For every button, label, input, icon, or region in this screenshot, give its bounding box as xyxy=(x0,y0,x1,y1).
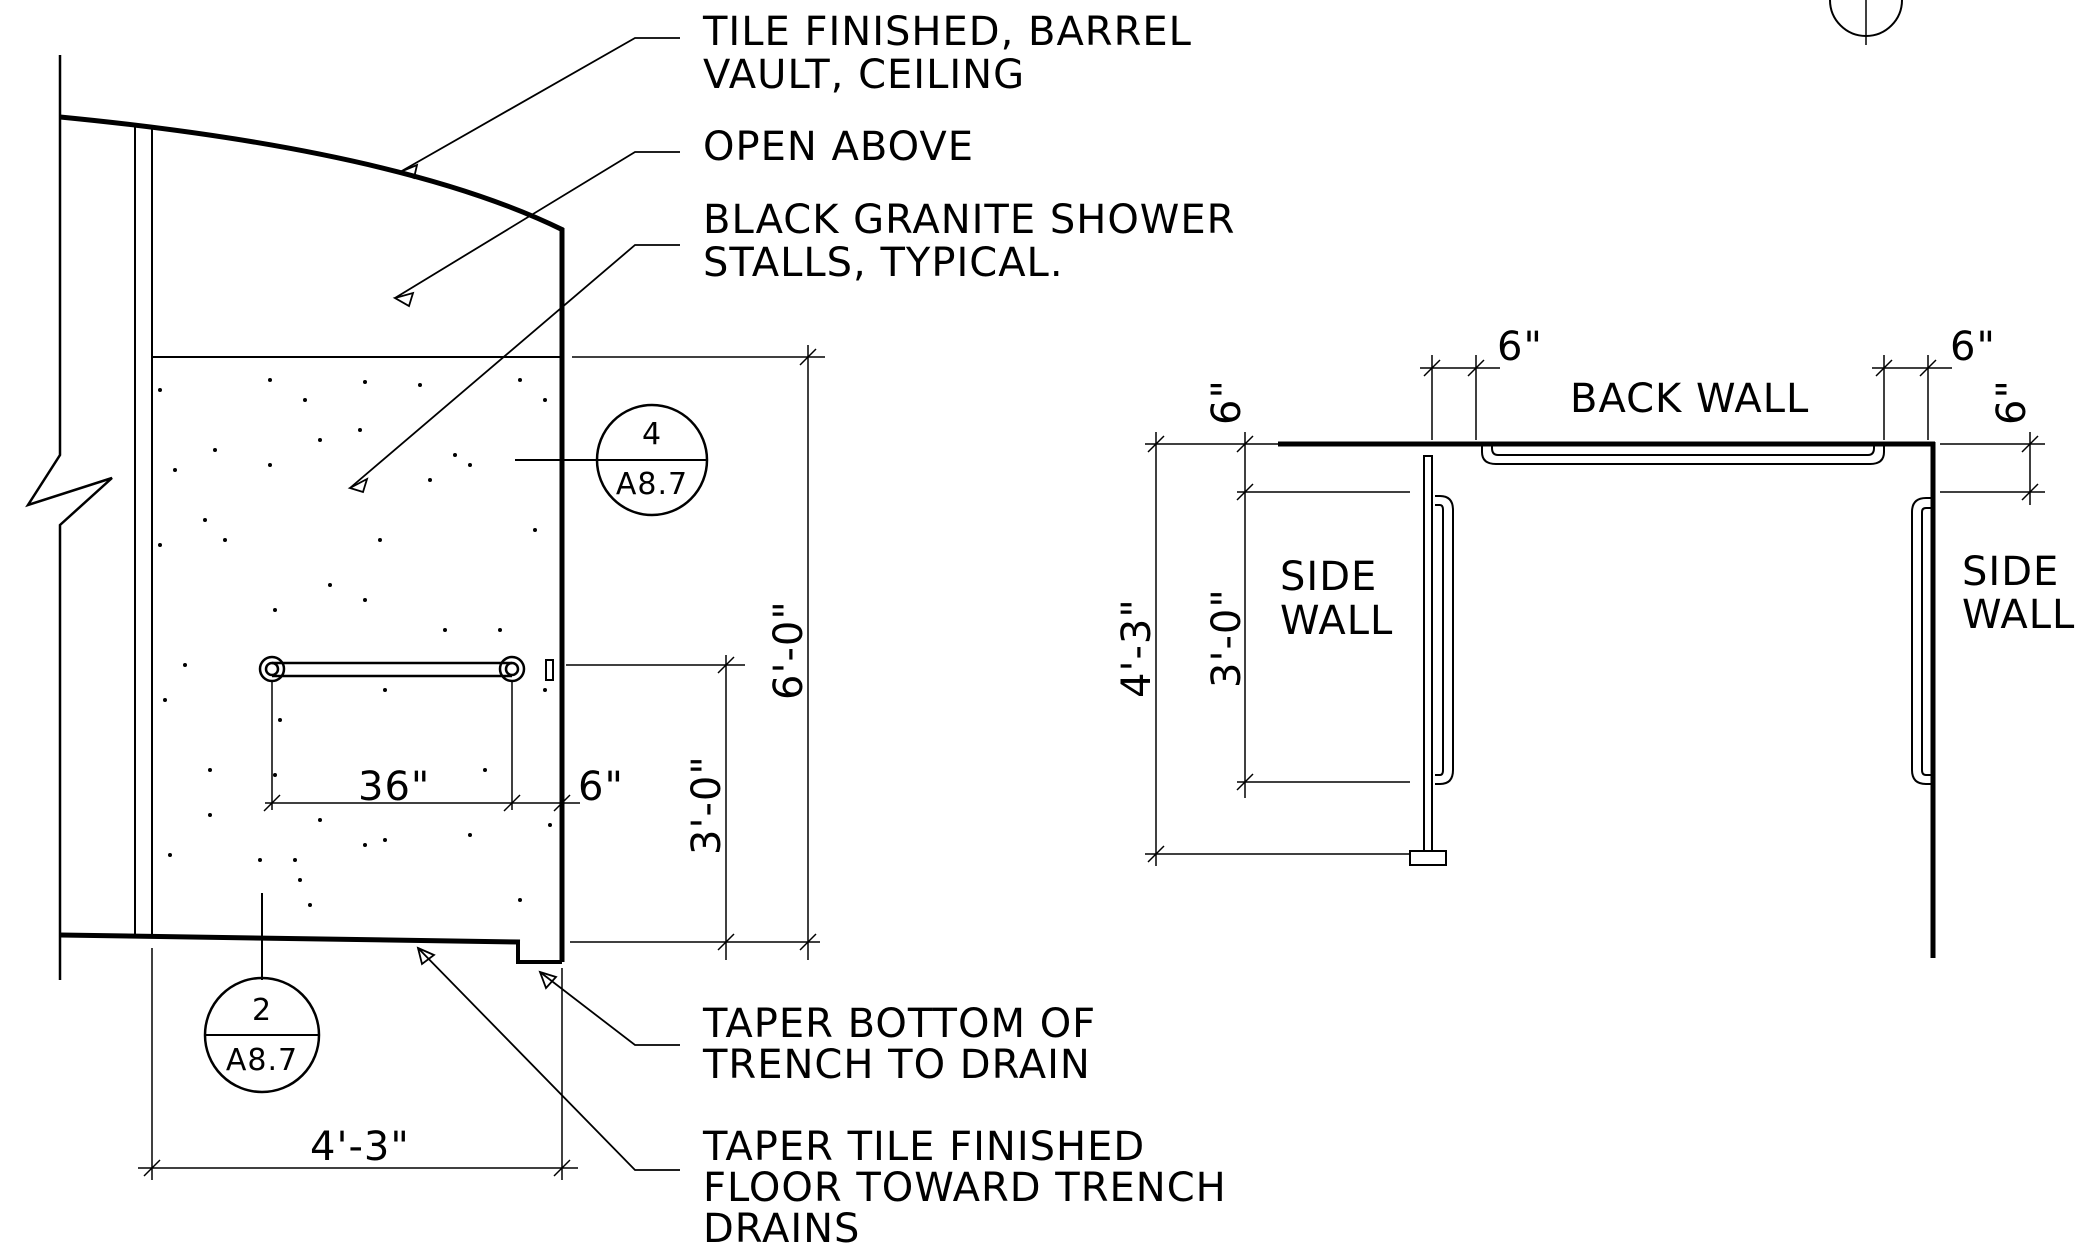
trench-drain xyxy=(516,942,562,964)
callout-4-number: 4 xyxy=(642,417,662,452)
label-side-wall-left-1: SIDE xyxy=(1280,554,1377,600)
dim-stall-width: 4'-3" xyxy=(310,1124,410,1170)
callout-2-number: 2 xyxy=(252,993,272,1028)
label-back-wall: BACK WALL xyxy=(1570,376,1809,422)
left-partition xyxy=(1409,455,1447,866)
note-open-above: OPEN ABOVE xyxy=(703,124,974,170)
break-line xyxy=(25,55,113,980)
granite-speckle xyxy=(158,378,552,907)
callout-4-sheet: A8.7 xyxy=(616,467,688,502)
note-floor-line1: TAPER TILE FINISHED xyxy=(702,1124,1145,1170)
plan-dim-lines xyxy=(1145,355,2045,866)
label-side-wall-right-2: WALL xyxy=(1962,592,2075,638)
floor-line xyxy=(59,932,521,945)
note-granite-line1: BLACK GRANITE SHOWER xyxy=(703,197,1235,243)
grab-bar-elevation xyxy=(258,655,554,683)
label-side-wall-right-1: SIDE xyxy=(1962,549,2059,595)
plan-dim-left-vertical-6: 6" xyxy=(1204,379,1250,425)
note-trench-line2: TRENCH TO DRAIN xyxy=(702,1042,1091,1088)
plan-dim-top-right-6: 6" xyxy=(1950,324,1996,370)
plan-dim-right-vertical-6: 6" xyxy=(1989,379,2035,425)
dim-stall-height: 6'-0" xyxy=(766,600,812,700)
note-ceiling-line2: VAULT, CEILING xyxy=(703,52,1025,98)
barrel-vault-ceiling xyxy=(59,114,565,233)
elevation-dim-lines xyxy=(138,345,825,1180)
callout-2-sheet: A8.7 xyxy=(226,1043,298,1078)
plan-dim-depth: 4'-3" xyxy=(1114,598,1160,698)
grab-bars-plan xyxy=(1435,446,1931,785)
dim-bar-height: 3'-0" xyxy=(684,755,730,855)
plan-dim-top-left-6: 6" xyxy=(1497,324,1543,370)
note-floor-line2: FLOOR TOWARD TRENCH xyxy=(703,1165,1227,1211)
section-callout-4: 4 A8.7 xyxy=(515,403,709,517)
plan-dim-bar-height: 3'-0" xyxy=(1204,588,1250,688)
shower-plan: 6" 6" 6" 6" 3'-0" 4'-3" BACK WALL SIDE W… xyxy=(1114,324,2075,958)
leader-lines xyxy=(347,37,680,1171)
label-side-wall-left-2: WALL xyxy=(1280,598,1393,644)
section-callout-2: 2 A8.7 xyxy=(203,893,321,1094)
dim-bar-offset: 6" xyxy=(578,764,624,810)
note-ceiling-line1: TILE FINISHED, BARREL xyxy=(702,9,1192,55)
note-floor-line3: DRAINS xyxy=(703,1206,860,1246)
shower-elevation: 36" 6" 3'-0" 6'-0" 4'-3" 4 A8.7 2 A8.7 xyxy=(25,9,1235,1246)
note-trench-line1: TAPER BOTTOM OF xyxy=(702,1001,1096,1047)
dim-bar-width: 36" xyxy=(358,764,430,810)
note-granite-line2: STALLS, TYPICAL. xyxy=(703,240,1064,286)
